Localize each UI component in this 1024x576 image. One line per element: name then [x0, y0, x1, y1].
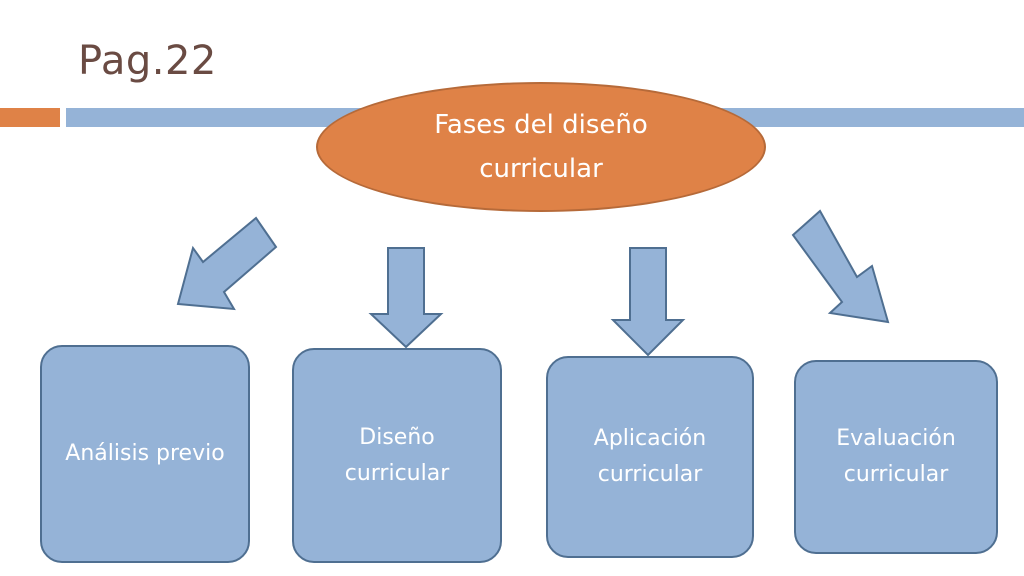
slide-title: Pag.22 [78, 38, 217, 84]
phase-label: Diseño curricular [344, 424, 450, 486]
phase-box-aplicacion: Aplicación curricular [546, 356, 754, 558]
arrow-down-left [176, 216, 278, 311]
root-node-label: Fases del diseño curricular [434, 110, 648, 184]
root-node-ellipse: Fases del diseño curricular [316, 82, 766, 212]
header-bar-accent [0, 108, 60, 127]
phase-label: Evaluación curricular [836, 426, 956, 487]
phase-label: Análisis previo [65, 441, 225, 466]
phase-box-evaluacion: Evaluación curricular [794, 360, 998, 554]
phase-box-diseno: Diseño curricular [292, 348, 502, 563]
phase-box-analisis: Análisis previo [40, 345, 250, 563]
arrow-down-1 [368, 247, 444, 349]
arrow-down-right [791, 209, 890, 324]
arrow-down-2 [610, 247, 686, 357]
phase-label: Aplicación curricular [593, 426, 707, 487]
